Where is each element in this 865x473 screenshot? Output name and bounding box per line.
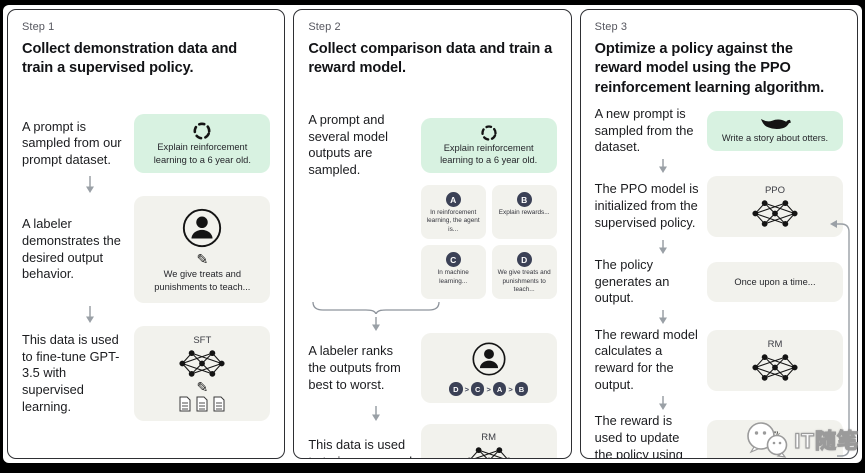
refresh-loop-icon xyxy=(427,124,551,142)
pencil-icon: ✎ xyxy=(196,379,209,396)
output-a-text: In reinforcement learning, the agent is.… xyxy=(426,209,480,233)
ppo-box: PPO xyxy=(706,175,843,237)
arrow-down-icon xyxy=(595,396,731,411)
step-label: Step 1 xyxy=(22,21,55,33)
rm-label: RM xyxy=(481,431,497,443)
panel-step-2: Step 2 Collect comparison data and train… xyxy=(293,9,572,459)
rank-separator: > xyxy=(486,384,491,394)
panel-title: Collect comparison data and train a rewa… xyxy=(308,41,553,77)
caption-prompt-sampled: A prompt is sampled from our prompt data… xyxy=(22,118,122,167)
watermark-label: IT随笔 xyxy=(794,429,859,453)
neural-network-icon xyxy=(426,446,552,458)
panel-title: Collect demonstration data and train a s… xyxy=(22,41,238,77)
brace-icon xyxy=(308,301,444,315)
labeler-box-text: We give treats and punishments to teach.… xyxy=(154,269,251,292)
rank-3: A xyxy=(492,382,507,396)
ppo-label: PPO xyxy=(764,184,786,196)
prompt-box: Write a story about otters. xyxy=(706,111,843,151)
prompt-box-text: Explain reinforcement learning to a 6 ye… xyxy=(153,142,251,165)
prompt-box-text: Explain reinforcement learning to a 6 ye… xyxy=(440,142,538,166)
caption-labeler-demonstrates: A labeler demonstrates the desired outpu… xyxy=(22,216,121,282)
output-d-text: We give treats and punishments to teach.… xyxy=(497,269,551,294)
output-b-badge: B xyxy=(516,192,532,207)
caption-reward-calc: The reward model calculates a reward for… xyxy=(594,326,698,392)
output-b-box: B Explain rewards... xyxy=(491,184,557,239)
output-a-badge: A xyxy=(445,192,461,207)
caption-ppo-init: The PPO model is initialized from the su… xyxy=(594,181,699,230)
neural-network-icon xyxy=(712,353,838,382)
watermark: IT随笔 xyxy=(744,421,859,459)
output-d-box: D We give treats and punishments to teac… xyxy=(491,244,557,300)
prompt-box: Explain reinforcement learning to a 6 ye… xyxy=(420,117,557,173)
prompt-box-text: Write a story about otters. xyxy=(721,133,829,144)
panel-title: Optimize a policy against the reward mod… xyxy=(594,41,825,96)
neural-network-icon xyxy=(140,349,264,378)
rank-separator: > xyxy=(464,384,469,394)
output-c-text: In machine learning... xyxy=(437,269,469,285)
person-icon xyxy=(140,206,264,250)
caption-train-reward-model: This data is used to train our reward mo… xyxy=(308,437,412,458)
caption-reward-update: The reward is used to update the policy … xyxy=(594,413,683,459)
neural-network-icon xyxy=(712,199,838,228)
ranking-sequence: D > C > A > B xyxy=(426,382,552,396)
output-d-badge: D xyxy=(516,252,532,268)
arrow-down-icon xyxy=(22,176,158,194)
sft-label: SFT xyxy=(193,335,212,347)
output-b-text: Explain rewards... xyxy=(498,209,550,216)
rank-1: D xyxy=(449,382,463,396)
ranking-box: D > C > A > B xyxy=(420,333,557,403)
caption-new-prompt: A new prompt is sampled from the dataset… xyxy=(594,106,694,155)
policy-output-box: Once upon a time... xyxy=(706,261,843,303)
arrow-down-icon xyxy=(22,306,158,324)
rm-box: RM xyxy=(420,423,557,458)
sft-box: SFT xyxy=(134,326,271,422)
person-icon xyxy=(426,340,552,378)
feedback-loop-arrow xyxy=(829,220,850,457)
arrow-down-icon xyxy=(595,309,731,324)
rm-label: RM xyxy=(767,338,783,350)
wechat-bubbles-icon xyxy=(744,421,790,459)
refresh-loop-icon xyxy=(140,121,264,141)
rank-2: C xyxy=(470,382,485,396)
caption-labeler-ranks: A labeler ranks the outputs from best to… xyxy=(308,343,401,392)
output-c-box: C In machine learning... xyxy=(420,244,486,300)
step-label: Step 2 xyxy=(308,21,341,33)
diagram-surface: Step 1 Collect demonstration data and tr… xyxy=(3,5,862,463)
rank-4: B xyxy=(514,382,529,396)
labeler-box: ✎ We give treats and punishments to teac… xyxy=(134,196,271,304)
caption-outputs-sampled: A prompt and several model outputs are s… xyxy=(308,112,388,177)
arrow-down-icon xyxy=(595,158,731,173)
caption-policy-output: The policy generates an output. xyxy=(594,256,670,306)
prompt-box: Explain reinforcement learning to a 6 ye… xyxy=(134,114,271,174)
arrow-down-icon xyxy=(595,239,731,254)
model-outputs-grid: A In reinforcement learning, the agent i… xyxy=(420,184,557,300)
panel-step-1: Step 1 Collect demonstration data and tr… xyxy=(7,9,286,459)
documents-icon xyxy=(140,396,264,412)
output-a-box: A In reinforcement learning, the agent i… xyxy=(420,184,486,239)
otter-icon xyxy=(713,117,837,132)
output-c-badge: C xyxy=(445,252,461,268)
rank-separator: > xyxy=(508,384,513,394)
panel-step-3: Step 3 Optimize a policy against the rew… xyxy=(579,9,858,459)
arrow-down-icon xyxy=(308,405,444,421)
pencil-icon: ✎ xyxy=(196,251,209,268)
arrow-down-icon xyxy=(308,317,444,332)
caption-finetune: This data is used to fine-tune GPT-3.5 w… xyxy=(22,332,120,414)
policy-output-text: Once upon a time... xyxy=(734,276,816,287)
step-label: Step 3 xyxy=(594,21,628,33)
rm-box: RM xyxy=(706,329,843,391)
